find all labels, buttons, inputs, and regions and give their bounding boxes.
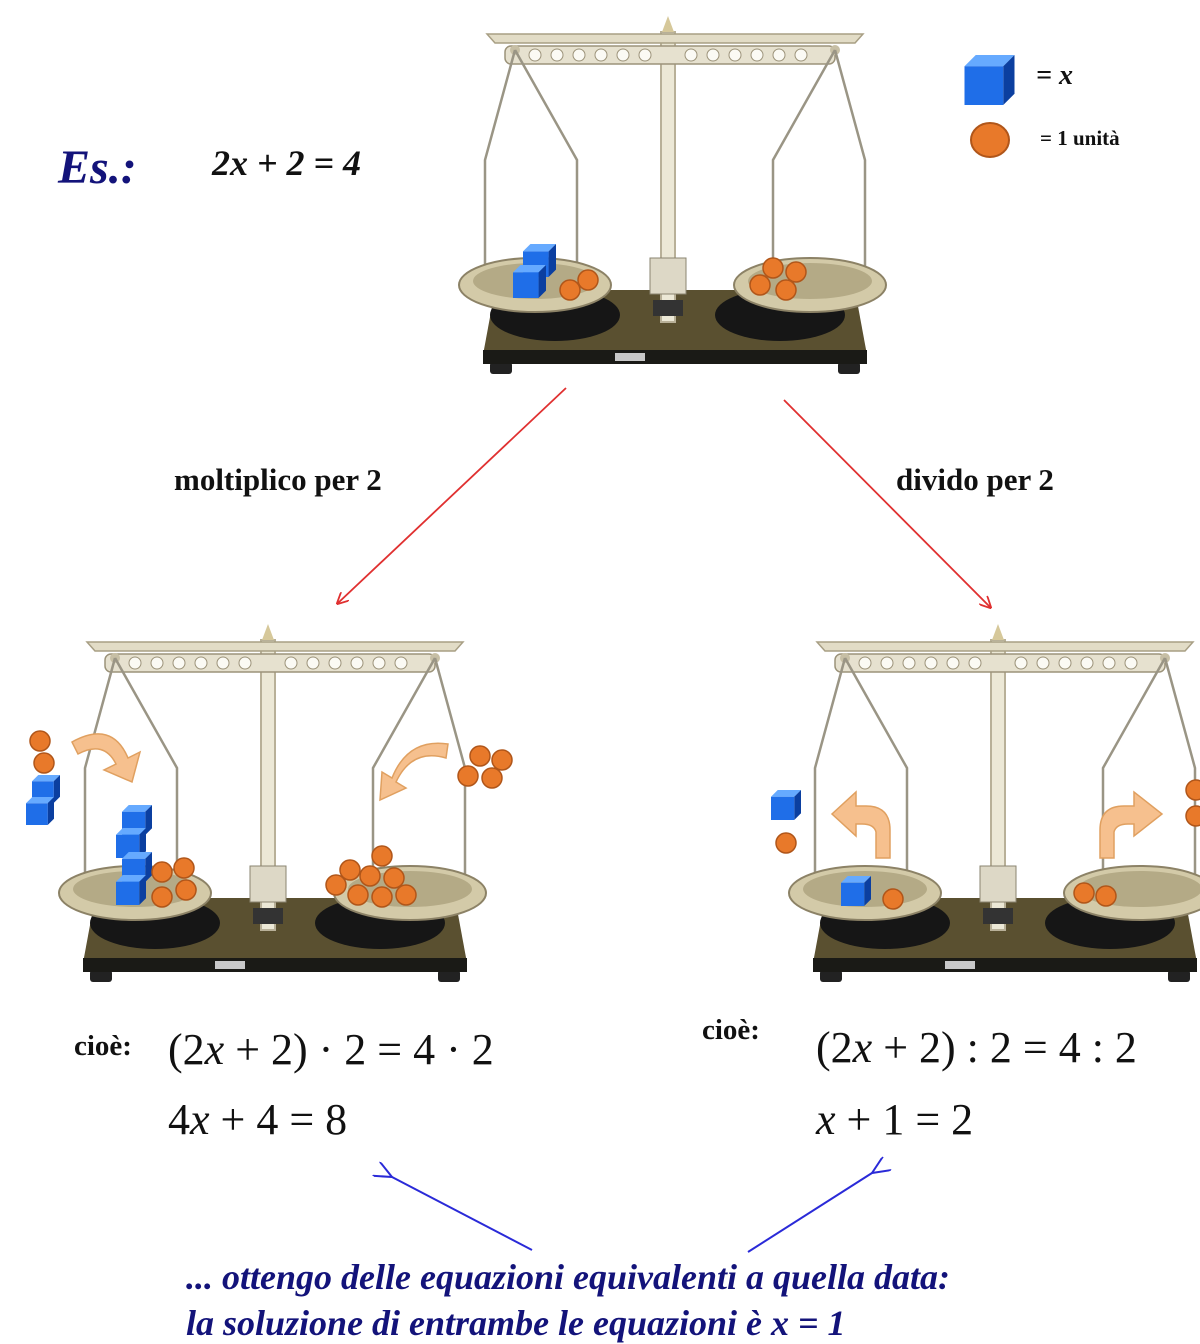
cioe-label-left: cioè: <box>74 1030 132 1062</box>
added-units-left <box>29 730 55 774</box>
legend-cube-label: = x <box>1036 60 1073 91</box>
legend-unit-circle-icon <box>970 122 1010 158</box>
removed-unit-left <box>775 832 797 854</box>
example-label: Es.: <box>58 141 137 194</box>
divided-simplified-equation: x + 1 = 2 <box>816 1095 974 1144</box>
right-left-pan-unit <box>882 888 904 910</box>
curved-arrow-in-left-icon <box>71 733 142 784</box>
multiplied-equation: (2x + 2) · 2 = 4 · 2 <box>168 1025 494 1074</box>
divide-label: divido per 2 <box>896 462 1054 497</box>
conclusion-line-1: ... ottengo delle equazioni equivalenti … <box>186 1257 950 1297</box>
removed-units-right <box>1185 779 1200 827</box>
right-right-pan-units <box>1073 882 1117 907</box>
curved-arrow-in-right-icon <box>379 742 449 802</box>
legend-cube-icon <box>964 55 1015 105</box>
top-balance-scale <box>457 14 888 376</box>
left-right-pan-units <box>325 845 417 908</box>
multiply-arrow <box>338 387 567 603</box>
conclusion-line-2: la soluzione di entrambe le equazioni è … <box>186 1303 846 1343</box>
conclusion-arrow-right <box>747 1173 872 1253</box>
curved-arrow-out-right-icon <box>1099 790 1164 859</box>
left-balance-scale <box>57 622 488 984</box>
conclusion-arrow-left <box>392 1177 533 1251</box>
divided-equation: (2x + 2) : 2 = 4 : 2 <box>816 1023 1137 1072</box>
multiply-label: moltiplico per 2 <box>174 462 382 497</box>
curved-arrow-out-left-icon <box>830 790 891 859</box>
right-pan-cube-icon <box>841 876 871 906</box>
added-cube-icon <box>26 775 60 825</box>
multiplied-simplified-equation: 4x + 4 = 8 <box>168 1095 348 1144</box>
left-pan-units <box>151 857 197 908</box>
divide-arrow <box>783 399 990 607</box>
cioe-label-right: cioè: <box>702 1014 760 1046</box>
initial-equation: 2x + 2 = 4 <box>212 143 362 183</box>
legend-unit-label: = 1 unità <box>1040 126 1120 150</box>
top-left-units <box>559 269 599 301</box>
top-right-units <box>749 257 807 301</box>
added-units-right <box>457 745 513 789</box>
removed-cube-icon <box>771 790 801 820</box>
